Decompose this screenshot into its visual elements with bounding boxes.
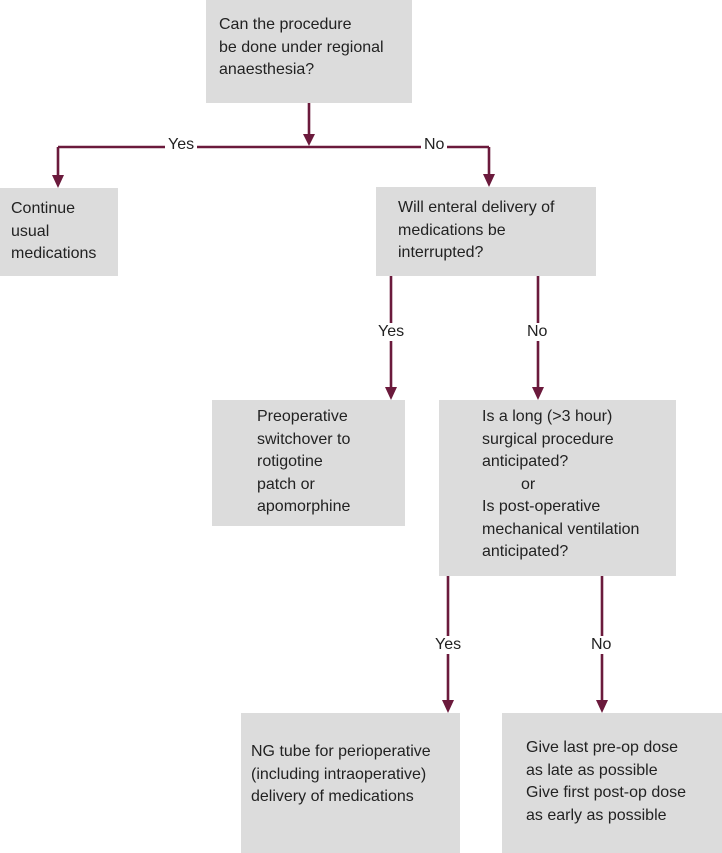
outcome-ng-tube: NG tube for perioperative (including int… <box>241 713 460 853</box>
box-line: switchover to <box>257 430 351 448</box>
outcome-continue-medications: Continue usual medications <box>0 188 118 276</box>
arrowhead-timing <box>596 700 608 713</box>
box-line: anaesthesia? <box>219 61 315 78</box>
box-line: Is post-operative <box>482 498 601 515</box>
label-q1-yes: Yes <box>165 136 198 154</box>
outcome-preoperative-switchover: Preoperative switchover to rotigotine pa… <box>212 400 405 526</box>
label-q1-no: No <box>421 136 448 154</box>
box-line-or: or <box>521 475 536 493</box>
question-enteral-delivery: Will enteral delivery of medications be … <box>376 187 596 276</box>
box-line: rotigotine <box>257 453 323 470</box>
box-line: Can the procedure <box>219 16 352 33</box>
box-line: Is a long (>3 hour) <box>482 408 613 425</box>
label-q3-no: No <box>588 636 615 654</box>
box-line: Will enteral delivery of <box>398 199 555 216</box>
box-line: Preoperative <box>257 408 348 425</box>
box-line: Continue <box>11 200 76 217</box>
arrowhead-continue <box>52 175 64 188</box>
box-line: apomorphine <box>257 498 351 515</box>
outcome-dose-timing: Give last pre-op dose as late as possibl… <box>502 713 722 853</box>
box-line: surgical procedure <box>482 430 614 448</box>
box-line: medications <box>11 245 97 262</box>
box-line: interrupted? <box>398 244 484 261</box>
question-long-procedure: Is a long (>3 hour) surgical procedure a… <box>439 400 676 576</box>
box-line: mechanical ventilation <box>482 520 640 538</box>
box-line: Give last pre-op dose <box>526 739 679 756</box>
label-q2-no: No <box>524 323 551 341</box>
box-line: delivery of medications <box>251 788 414 805</box>
box-line: (including intraoperative) <box>251 765 427 783</box>
box-line: anticipated? <box>482 453 569 470</box>
box-line: Give first post-op dose <box>526 784 687 801</box>
box-line: NG tube for perioperative <box>251 743 431 760</box>
box-line: as late as possible <box>526 761 658 779</box>
arrowhead-ng-tube <box>442 700 454 713</box>
box-line: usual <box>11 222 50 240</box>
question-regional-anaesthesia: Can the procedure be done under regional… <box>206 0 412 103</box>
box-line: medications be <box>398 221 506 239</box>
box-line: anticipated? <box>482 543 569 560</box>
box-line: patch or <box>257 475 315 493</box>
box-line: be done under regional <box>219 38 384 56</box>
arrowhead-q1 <box>303 134 315 146</box>
box-line: as early as possible <box>526 806 667 824</box>
arrowhead-switchover <box>385 387 397 400</box>
arrowhead-q3 <box>532 387 544 400</box>
label-q2-yes: Yes <box>375 323 408 341</box>
arrowhead-q2 <box>483 174 495 187</box>
label-q3-yes: Yes <box>432 636 465 654</box>
